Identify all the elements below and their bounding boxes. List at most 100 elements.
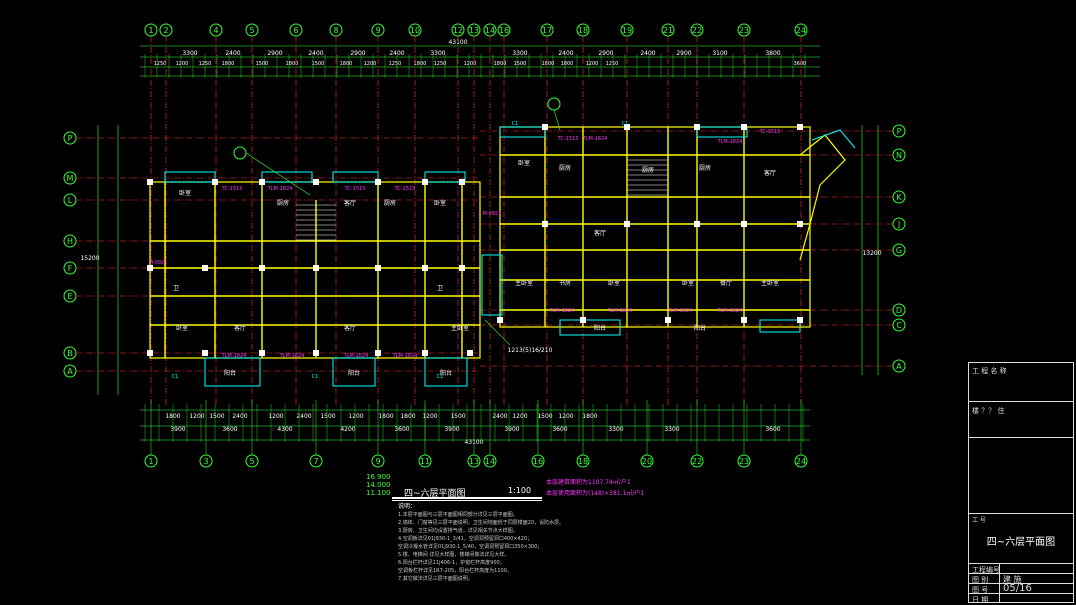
axis-label-top: 4 xyxy=(213,26,218,35)
note-line: 3.厨房、卫生间均设置排气道，详见相关节点大样图。 xyxy=(398,528,518,534)
axis-label-top: 23 xyxy=(739,26,749,35)
tb-divider xyxy=(969,437,1073,438)
dim-top-row2: 1250 xyxy=(434,61,447,67)
room-label: 阳台 xyxy=(594,324,606,332)
general-notes: 说明： 1.本层平面图与三层平面图相同部分详见三层平面图。 2.墙体、门窗等见三… xyxy=(398,503,628,583)
column xyxy=(459,179,465,185)
column xyxy=(259,350,265,356)
column xyxy=(797,124,803,130)
dim-top-row1: 3300 xyxy=(182,50,197,57)
room-label: 厨房 xyxy=(642,166,654,174)
balcony-outline xyxy=(424,357,468,387)
axis-label-bottom: 18 xyxy=(578,457,588,466)
element-tag: TC-1515 xyxy=(344,186,366,192)
axis-label-top: 17 xyxy=(542,26,552,35)
column xyxy=(624,124,630,130)
room-label: 客厅 xyxy=(344,324,356,332)
note-line: 2.墙体、门窗等见三层平面说明，卫生间地面低于同层楼面20，设防水层。 xyxy=(398,520,565,526)
dim-bottom-row1: 1800 xyxy=(582,413,597,420)
axis-label-bottom: 24 xyxy=(796,457,806,466)
axis-label-right: N xyxy=(896,151,902,160)
column xyxy=(422,179,428,185)
dim-bottom-row1: 1200 xyxy=(189,413,204,420)
element-tag: TC-1515 xyxy=(221,186,243,192)
area-note-1: 本层建筑面积为1107.74㎡/户1 xyxy=(546,479,631,486)
bay-window-glass xyxy=(811,129,856,149)
wall-outline-right xyxy=(499,126,811,328)
column xyxy=(375,265,381,271)
column xyxy=(467,350,473,356)
dim-bottom-row2: 3900 xyxy=(444,426,459,433)
axis-label-left: F xyxy=(68,264,73,273)
tb-divider xyxy=(969,513,1073,514)
element-tag: TC-1515 xyxy=(557,136,579,142)
axis-label-top: 12 xyxy=(453,26,463,35)
room-label: 卧室 xyxy=(682,279,694,287)
element-tag: TLM-1824 xyxy=(607,308,633,314)
room-label: 厨房 xyxy=(384,199,396,207)
element-tag: TLM-1824 xyxy=(667,308,693,314)
element-tag: TC-1515 xyxy=(394,186,416,192)
column xyxy=(694,124,700,130)
dim-bottom-row1: 2400 xyxy=(296,413,311,420)
elevation-1: 16.900 xyxy=(366,473,391,481)
dim-bottom-row1: 1200 xyxy=(348,413,363,420)
axis-label-top: 5 xyxy=(249,26,254,35)
dim-bottom-row2: 3300 xyxy=(664,426,679,433)
building-label: 楼 ？？ 住 xyxy=(972,407,1005,415)
dim-right-total: 13200 xyxy=(862,250,881,257)
note-line: 空调板栏杆详见1R7-205，阳台栏杆高度为1100。 xyxy=(398,568,512,574)
axis-label-right: J xyxy=(897,220,900,229)
dim-bottom-row2: 3900 xyxy=(504,426,519,433)
balcony-outline xyxy=(332,171,379,183)
column xyxy=(212,179,218,185)
axis-label-bottom: 7 xyxy=(313,457,318,466)
dim-bottom-row2: 3600 xyxy=(552,426,567,433)
axis-label-left: B xyxy=(67,349,73,358)
dim-bottom-row2: 3300 xyxy=(608,426,623,433)
dim-top-row2: 1800 xyxy=(222,61,235,67)
column xyxy=(313,350,319,356)
dim-bottom-row1: 1800 xyxy=(378,413,393,420)
column xyxy=(542,124,548,130)
tb-divider xyxy=(969,583,1073,584)
dim-top-row2: 1250 xyxy=(154,61,167,67)
column xyxy=(665,317,671,323)
axis-label-bottom: 22 xyxy=(692,457,702,466)
axis-label-top: 6 xyxy=(293,26,298,35)
room-label: 卧室 xyxy=(518,159,530,167)
axis-label-right: G xyxy=(896,246,902,255)
room-label: 厨房 xyxy=(699,164,711,172)
column xyxy=(741,124,747,130)
axis-label-top: 10 xyxy=(410,26,420,35)
dim-bottom-row2: 3600 xyxy=(222,426,237,433)
title-underline-thin xyxy=(392,500,542,501)
axis-label-top: 21 xyxy=(663,26,673,35)
room-label: 书房 xyxy=(559,279,571,287)
axis-label-bottom: 3 xyxy=(203,457,208,466)
window-tag: C1 xyxy=(437,374,444,380)
column xyxy=(147,265,153,271)
room-label: 阳台 xyxy=(348,369,360,377)
note-line: 7.其它做法详见三层平面图说明。 xyxy=(398,576,473,582)
window-tag: C1 xyxy=(312,374,319,380)
tb-value-sheet-number: 05/16 xyxy=(1003,583,1032,594)
dim-left-total: 15200 xyxy=(80,255,99,262)
project-name-label: 工 程 名 称 xyxy=(972,367,1007,375)
room-label: 厨房 xyxy=(559,164,571,172)
elevation-2: 14.000 xyxy=(366,481,391,489)
axis-label-left: H xyxy=(67,237,73,246)
tb-label-date: 日 期 xyxy=(972,596,989,604)
dim-top-row1: 2900 xyxy=(350,50,365,57)
dim-top-row2: 1500 xyxy=(514,61,527,67)
balcony-outline xyxy=(204,357,261,387)
axis-label-bottom: 13 xyxy=(469,457,479,466)
callout-leader xyxy=(553,109,561,131)
sheet-no-label: 工 号 xyxy=(972,517,986,524)
element-tag: TLM-1824 xyxy=(392,353,418,359)
axis-label-bottom: 11 xyxy=(420,457,430,466)
axis-label-left: M xyxy=(67,174,74,183)
balcony-outline xyxy=(481,254,503,316)
window-tag: C1 xyxy=(172,374,179,380)
dim-top-row2: 1500 xyxy=(312,61,325,67)
